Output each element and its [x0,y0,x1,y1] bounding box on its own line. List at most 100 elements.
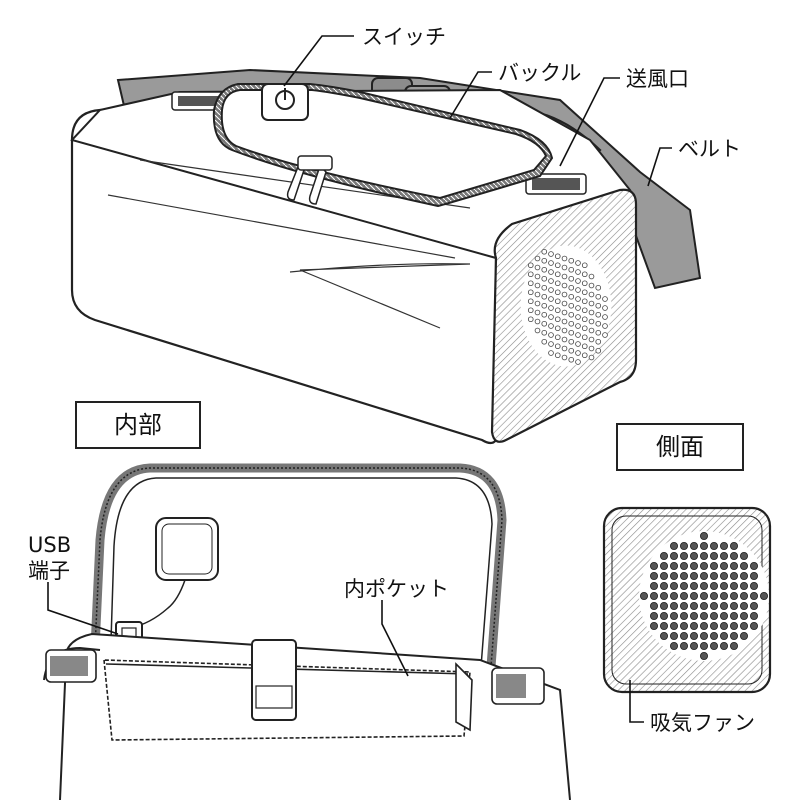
fan-hole [730,572,739,581]
fan-hole [568,302,575,309]
fan-hole [710,622,719,631]
fan-hole [527,280,534,287]
fan-hole [561,273,568,280]
fan-hole [541,320,548,327]
fan-hole [720,642,729,651]
fan-hole [690,582,699,591]
fan-hole [548,350,554,356]
fan-hole [730,542,739,551]
fan-hole [581,334,588,341]
fan-hole [650,582,659,591]
fan-hole [541,338,548,345]
fan-hole [760,592,769,601]
fan-hole [568,284,575,291]
fan-hole [541,275,548,282]
fan-hole [561,318,568,325]
fan-hole [710,602,719,611]
section-side-box: 側面 [616,423,744,471]
fan-hole [561,345,568,352]
fan-hole [602,305,608,311]
fan-hole [588,309,595,316]
fan-hole [527,307,534,314]
fan-hole [750,572,759,581]
fan-hole [680,612,689,621]
fan-hole [561,291,568,298]
fan-hole [568,266,575,273]
fan-hole [720,622,729,631]
side-view [602,506,772,694]
fan-hole [575,260,581,266]
callouts-top [283,35,672,187]
fan-hole [568,275,575,282]
callouts-interior [47,582,409,677]
fan-hole [534,291,541,298]
fan-hole [690,552,699,561]
fan-hole [534,255,541,262]
fan-hole [548,314,554,320]
fan-hole [690,642,699,651]
fan-hole [670,602,679,611]
fan-hole [690,612,699,621]
switch-button [261,83,309,121]
fan-hole [575,305,581,311]
fan-hole [700,532,709,541]
fan-hole [527,289,534,296]
fan-hole [700,602,709,611]
fan-hole [720,602,729,611]
fan-hole [670,622,679,631]
fan-hole [720,632,729,641]
fan-hole [588,291,595,298]
label-switch: スイッチ [362,25,446,49]
fan-hole [588,300,595,307]
fan-hole [568,293,575,300]
fan-hole [740,552,749,561]
fan-hole [670,612,679,621]
fan-hole [660,572,669,581]
fan-hole [554,307,561,314]
fan-hole [660,602,669,611]
label-belt: ベルト [678,137,741,161]
fan-hole [581,289,588,296]
fan-hole [554,253,561,260]
fan-hole [690,592,699,601]
intake-fan-dots [639,531,769,661]
label-intake-fan: 吸気ファン [650,711,755,735]
fan-hole [720,572,729,581]
fan-hole [548,260,554,266]
fan-hole [602,314,608,320]
fan-hole [561,309,568,316]
fan-hole [581,352,588,359]
fan-hole [588,273,595,280]
fan-hole [670,632,679,641]
fan-hole [690,622,699,631]
fan-hole [660,632,669,641]
fan-hole [581,343,588,350]
fan-hole [568,347,575,354]
fan-hole [595,302,602,309]
section-interior-title: 内部 [114,411,162,439]
fan-hole [710,542,719,551]
fan-hole [595,329,602,336]
fan-hole [541,284,548,291]
bag-illustration [70,68,702,445]
fan-hole [650,602,659,611]
fan-hole [700,642,709,651]
fan-hole [720,552,729,561]
fan-hole [575,296,581,302]
fan-hole [575,332,581,338]
fan-hole [527,271,534,278]
fan-hole [690,632,699,641]
fan-hole [548,305,554,311]
fan-hole [670,572,679,581]
fan-hole [595,293,602,300]
fan-hole [575,278,581,284]
fan-hole [700,592,709,601]
fan-hole [554,325,561,332]
fan-hole [554,352,561,359]
fan-hole [710,612,719,621]
label-usb-line2: 端子 [28,559,70,583]
fan-hole [660,592,669,601]
fan-hole [660,562,669,571]
fan-hole [554,271,561,278]
